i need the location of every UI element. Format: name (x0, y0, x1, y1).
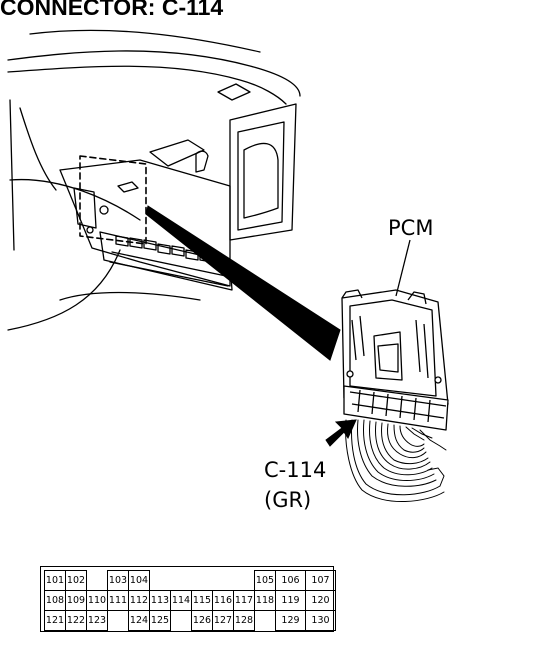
dash-bottom-curve (59, 291, 201, 301)
pcm-module (341, 289, 449, 431)
dash-left-pillar (9, 99, 15, 251)
dash-left-curve (19, 107, 57, 191)
pin-cell: 104 (128, 570, 150, 591)
empty-pin-cell (108, 611, 129, 631)
location-dashed-box (79, 155, 147, 245)
pin-cell: 112 (128, 590, 150, 611)
dash-floor-curve (7, 249, 121, 331)
pin-cell: 115 (191, 590, 213, 611)
pin-cell: 117 (233, 590, 255, 611)
glovebox-inner (237, 121, 285, 231)
pin-cell: 126 (191, 610, 213, 631)
pin-cell: 107 (305, 570, 336, 591)
pin-cell: 111 (107, 590, 129, 611)
shelf-knob (195, 150, 209, 173)
bolt-icon (99, 205, 109, 215)
glovebox-outline (229, 103, 297, 241)
shelf-panel (149, 139, 205, 167)
latch (117, 181, 139, 193)
pin-cell: 103 (107, 570, 129, 591)
pin-cell: 116 (212, 590, 234, 611)
dash-second-edge (7, 65, 287, 105)
pin-cell: 119 (275, 590, 306, 611)
vent-slot (217, 83, 251, 101)
pin-cell: 118 (254, 590, 276, 611)
glovebox-recess (243, 142, 279, 219)
empty-pin-cell (171, 571, 192, 591)
pin-cell: 130 (305, 610, 336, 631)
pin-cell: 120 (305, 590, 336, 611)
empty-pin-cell (150, 571, 171, 591)
relay-block-outline (99, 231, 233, 291)
pin-cell: 129 (275, 610, 306, 631)
pin-cell: 102 (65, 570, 87, 591)
connector-color-label: (GR) (264, 488, 312, 512)
page-title: CONNECTOR: C-114 (0, 0, 224, 20)
pin-cell: 128 (233, 610, 255, 631)
location-pointer (145, 205, 341, 361)
dash-upper-edge (7, 50, 301, 97)
pin-cell: 105 (254, 570, 276, 591)
pin-cell: 113 (149, 590, 171, 611)
pin-cell: 124 (128, 610, 150, 631)
pin-cell: 108 (44, 590, 66, 611)
dash-top-line (29, 29, 261, 53)
empty-pin-cell (192, 571, 213, 591)
pin-cell: 122 (65, 610, 87, 631)
pcm-label: PCM (388, 216, 434, 240)
pin-cell: 110 (86, 590, 108, 611)
pcm-location-illustration (7, 29, 449, 502)
relay-row-1 (115, 235, 213, 263)
wire-harness (345, 419, 447, 502)
connector-id-label: C-114 (264, 458, 327, 482)
pin-cell: 121 (44, 610, 66, 631)
pcm-leader-line (395, 239, 411, 297)
underdash-panel (59, 159, 231, 287)
empty-pin-cell (171, 611, 192, 631)
pin-cell: 101 (44, 570, 66, 591)
empty-pin-cell (213, 571, 234, 591)
pin-cell: 123 (86, 610, 108, 631)
pin-cell: 106 (275, 570, 306, 591)
pin-cell: 114 (170, 590, 192, 611)
pin-cell: 127 (212, 610, 234, 631)
empty-pin-cell (87, 571, 108, 591)
pin-cell: 109 (65, 590, 87, 611)
relay-row-2 (111, 251, 227, 277)
connector-arrow (325, 419, 357, 447)
pin-cell: 125 (149, 610, 171, 631)
bracket (73, 187, 97, 229)
relay-row-3 (109, 261, 229, 287)
empty-pin-cell (234, 571, 255, 591)
dash-lower-sweep (9, 178, 141, 221)
empty-pin-cell (255, 611, 276, 631)
